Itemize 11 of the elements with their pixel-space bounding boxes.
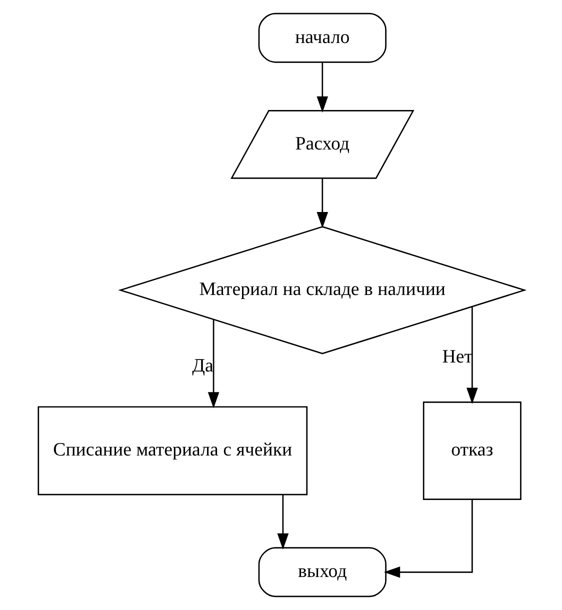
arrow	[466, 306, 478, 404]
node-box: отказ	[422, 401, 521, 500]
arrow	[383, 499, 472, 578]
arrow	[276, 494, 288, 550]
node-box: Списание материала с ячейки	[37, 406, 308, 496]
node-box: выход	[258, 547, 386, 598]
arrow	[316, 62, 328, 113]
edge-label: Да	[192, 355, 213, 376]
node-box: начало	[258, 12, 386, 63]
arrow	[316, 178, 328, 228]
arrow	[207, 320, 219, 408]
